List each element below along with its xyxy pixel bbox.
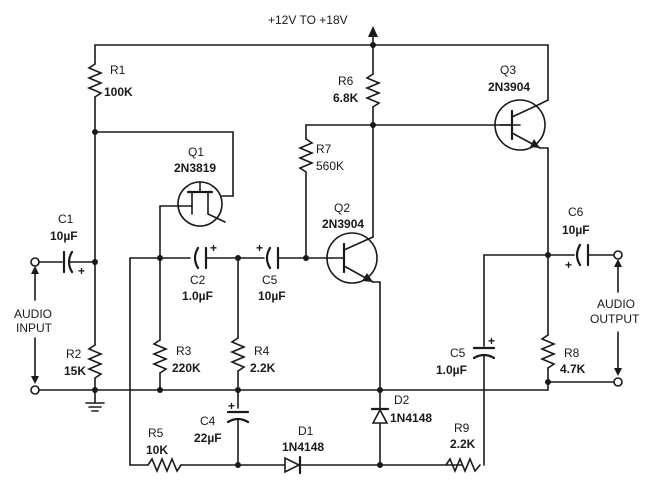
c4-ref: C4 xyxy=(200,414,216,428)
r3-resistor xyxy=(151,339,169,374)
d1-part: 1N4148 xyxy=(282,440,324,454)
q3-transistor xyxy=(494,99,546,151)
q2-part: 2N3904 xyxy=(322,217,364,231)
output-ground-terminal xyxy=(613,377,623,387)
r9-ref: R9 xyxy=(454,421,470,435)
r8-value: 4.7K xyxy=(560,362,586,376)
input-label-1: AUDIO xyxy=(14,307,52,321)
q2-transistor xyxy=(326,232,378,284)
output-label-2: OUTPUT xyxy=(590,312,640,326)
r8-ref: R8 xyxy=(564,346,580,360)
c5b-ref: C5 xyxy=(450,346,466,360)
d1-diode xyxy=(284,456,301,474)
r1-value: 100K xyxy=(104,85,133,99)
r4-resistor xyxy=(229,337,247,372)
svg-text:+: + xyxy=(565,258,572,272)
svg-text:+: + xyxy=(256,241,263,255)
r4-ref: R4 xyxy=(254,344,270,358)
r5-resistor xyxy=(147,456,182,474)
input-terminal xyxy=(30,257,40,267)
r7-ref: R7 xyxy=(316,142,332,156)
input-label-2: INPUT xyxy=(16,321,53,335)
q1-part: 2N3819 xyxy=(174,161,216,175)
input-ground-terminal xyxy=(30,385,40,395)
q2-ref: Q2 xyxy=(334,201,350,215)
q3-ref: Q3 xyxy=(500,63,516,77)
r3-ref: R3 xyxy=(176,344,192,358)
supply-label: +12V TO +18V xyxy=(268,13,348,27)
output-terminal xyxy=(613,250,623,260)
r5-ref: R5 xyxy=(148,426,164,440)
r2-ref: R2 xyxy=(66,347,82,361)
q3-part: 2N3904 xyxy=(488,80,530,94)
r6-resistor xyxy=(364,73,382,108)
r1-resistor xyxy=(86,63,104,98)
r3-value: 220K xyxy=(172,361,201,375)
c2-ref: C2 xyxy=(190,273,206,287)
d1-ref: D1 xyxy=(298,424,314,438)
c6-capacitor xyxy=(575,243,582,267)
c5a-value: 10µF xyxy=(258,289,286,303)
r6-value: 6.8K xyxy=(333,91,359,105)
r6-ref: R6 xyxy=(338,74,354,88)
r7-value: 560K xyxy=(316,159,344,173)
c6-ref: C6 xyxy=(568,205,584,219)
d2-part: 1N4148 xyxy=(390,411,432,425)
output-label-1: AUDIO xyxy=(597,297,635,311)
c1-value: 10µF xyxy=(50,229,78,243)
r5-value: 10K xyxy=(146,443,168,457)
c1-ref: C1 xyxy=(58,212,74,226)
d2-ref: D2 xyxy=(394,393,410,407)
svg-text:+: + xyxy=(78,264,85,278)
r9-value: 2.2K xyxy=(450,437,476,451)
r4-value: 2.2K xyxy=(250,361,276,375)
svg-text:+: + xyxy=(210,241,217,255)
c4-value: 22µF xyxy=(194,431,222,445)
c5-coupling-capacitor xyxy=(265,246,272,270)
c6-value: 10µF xyxy=(562,223,590,237)
c2-capacitor xyxy=(193,246,200,270)
supply-arrow-icon xyxy=(368,26,378,37)
q1-ref: Q1 xyxy=(188,145,204,159)
r7-resistor xyxy=(297,138,315,173)
c2-value: 1.0µF xyxy=(182,289,213,303)
svg-text:+: + xyxy=(228,399,235,413)
c5b-value: 1.0µF xyxy=(436,363,467,377)
r9-resistor xyxy=(445,456,481,474)
r2-value: 15K xyxy=(64,364,86,378)
r2-resistor xyxy=(86,344,104,379)
svg-text:+: + xyxy=(488,334,495,348)
r8-resistor xyxy=(539,334,557,369)
c5a-ref: C5 xyxy=(262,273,278,287)
r1-ref: R1 xyxy=(110,63,126,77)
